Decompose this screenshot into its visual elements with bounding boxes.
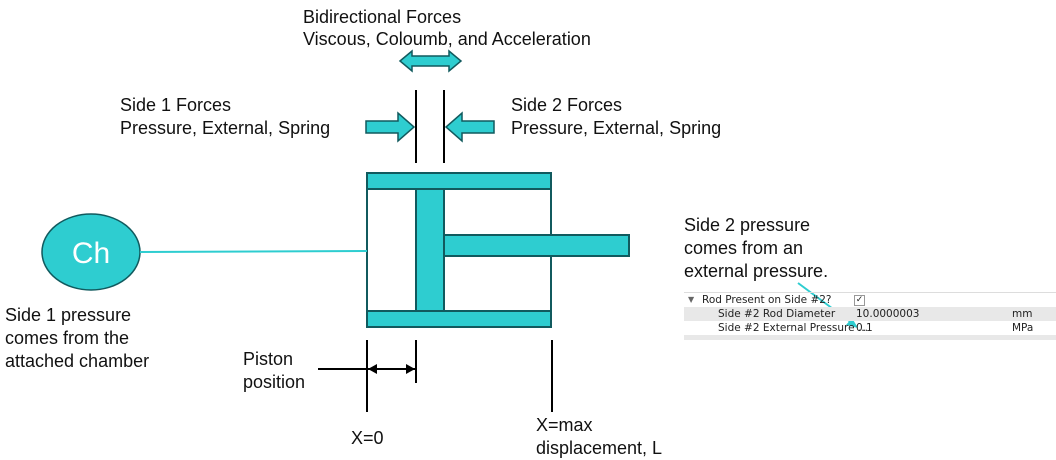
bidirectional-detail: Viscous, Coloumb, and Acceleration	[303, 29, 591, 49]
dimension-arrowhead-right	[406, 364, 415, 374]
property-name: Side #2 External Pressure ...	[718, 322, 868, 334]
property-panel: ▼ Rod Present on Side #2? ✓ Side #2 Rod …	[684, 292, 1056, 340]
piston-position-label-2: position	[243, 372, 306, 392]
piston-head	[415, 188, 445, 312]
side1-pressure-note-1: Side 1 pressure	[5, 305, 132, 325]
property-unit: MPa	[1012, 322, 1034, 334]
dimension-arrowhead-left	[368, 364, 377, 374]
property-row[interactable]: Side #2 Rod Diameter 10.0000003 mm	[684, 307, 1056, 321]
side2-force-arrow-icon	[444, 111, 495, 143]
side1-pressure-note-3: attached chamber	[5, 351, 150, 371]
expand-icon[interactable]: ▼	[688, 295, 695, 304]
side2-pressure-note-1: Side 2 pressure	[684, 215, 811, 235]
side2-pressure-note-2: comes from an	[684, 238, 804, 258]
x-zero-label: X=0	[351, 428, 384, 448]
side2-forces-detail: Pressure, External, Spring	[511, 118, 722, 138]
property-group-rod-present[interactable]: ▼ Rod Present on Side #2? ✓	[684, 293, 1056, 307]
cylinder-top-wall	[366, 172, 552, 190]
side2-forces-title: Side 2 Forces	[511, 95, 623, 115]
external-pressure-value[interactable]: 0.1	[856, 322, 873, 334]
side1-forces-detail: Pressure, External, Spring	[120, 118, 331, 138]
rod-diameter-value[interactable]: 10.0000003	[856, 308, 920, 320]
x-max-label-1: X=max	[536, 415, 593, 435]
cylinder-bottom-wall	[366, 310, 552, 328]
chamber-label: Ch	[71, 237, 111, 270]
property-row[interactable]: Side #2 External Pressure ... 0.1 MPa	[684, 321, 1056, 335]
piston-position-label-1: Piston	[243, 349, 294, 369]
side1-forces-title: Side 1 Forces	[120, 95, 232, 115]
property-row-partial	[684, 335, 1056, 340]
property-panel-top-border	[684, 292, 1056, 293]
bidirectional-title: Bidirectional Forces	[303, 7, 462, 27]
callout-arrowhead	[846, 318, 858, 328]
side2-pressure-note-3: external pressure.	[684, 261, 829, 281]
property-name: Side #2 Rod Diameter	[718, 308, 836, 320]
piston-rod	[443, 234, 630, 257]
side1-force-arrow-icon	[365, 111, 416, 143]
bidirectional-arrow-icon	[398, 49, 463, 73]
x-max-label-2: displacement, L	[536, 438, 663, 458]
side1-pressure-note-2: comes from the	[5, 328, 130, 348]
chamber-connection-line	[139, 250, 368, 253]
property-group-label: Rod Present on Side #2?	[702, 294, 832, 306]
property-unit: mm	[1012, 308, 1033, 320]
rod-present-checkbox[interactable]: ✓	[854, 295, 865, 306]
